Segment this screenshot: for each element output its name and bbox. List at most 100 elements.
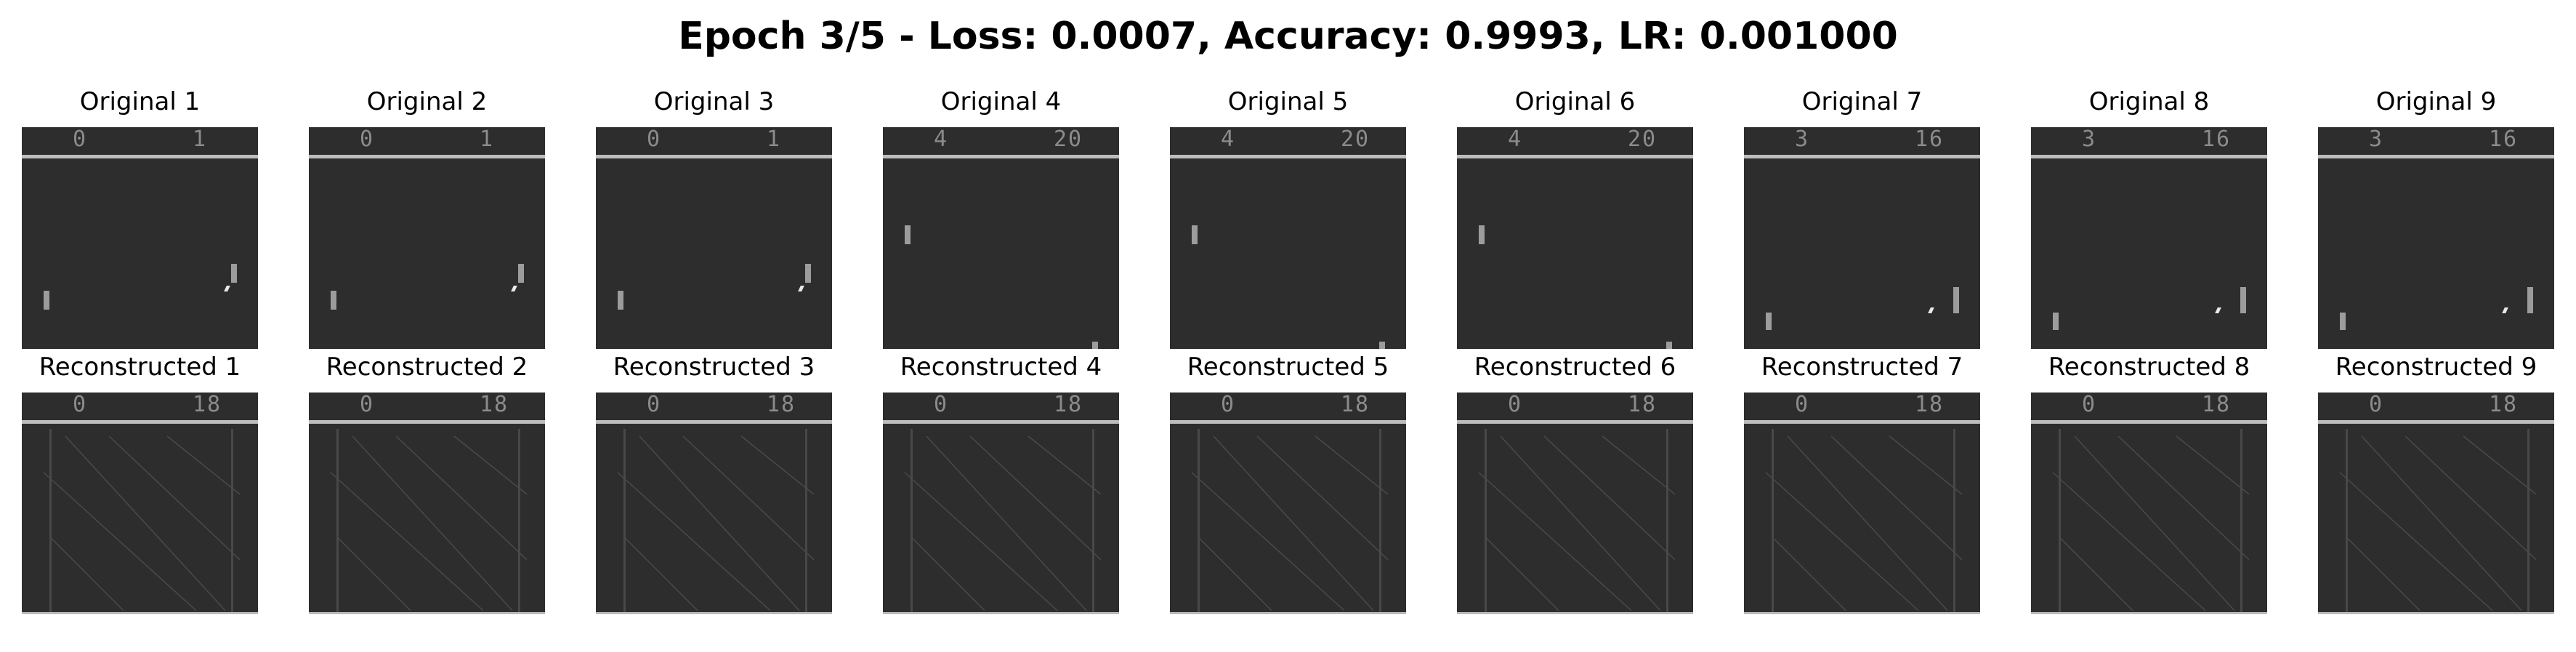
panel-title: Reconstructed 2 xyxy=(326,353,528,382)
ghost-paddle-trace xyxy=(1772,429,1774,614)
score-left: 4 xyxy=(934,127,949,152)
left-paddle xyxy=(331,291,336,310)
right-paddle xyxy=(1379,342,1385,349)
right-paddle xyxy=(805,264,811,283)
score-left: 3 xyxy=(1795,127,1810,152)
bottom-edge-line xyxy=(2318,612,2554,614)
ghost-paddle-trace xyxy=(1198,429,1200,614)
ghost-paddle-trace xyxy=(1379,429,1381,614)
score-divider xyxy=(1457,420,1693,424)
left-paddle xyxy=(1766,313,1772,330)
score-left: 3 xyxy=(2082,127,2097,152)
ball xyxy=(224,286,230,291)
left-paddle xyxy=(618,291,623,310)
bottom-edge-line xyxy=(596,612,832,614)
score-right: 18 xyxy=(1054,393,1083,417)
panel-title: Reconstructed 3 xyxy=(613,353,815,382)
reconstruction-trails xyxy=(904,435,1102,611)
ghost-paddle-trace xyxy=(1485,429,1487,614)
ghost-paddle-trace xyxy=(231,429,233,614)
score-right: 16 xyxy=(2202,127,2232,152)
panel-title: Original 3 xyxy=(653,87,775,116)
score-divider xyxy=(22,420,258,424)
right-paddle xyxy=(1953,287,1959,313)
ghost-paddle-trace xyxy=(623,429,626,614)
ghost-paddle-trace xyxy=(49,429,52,614)
score-divider xyxy=(596,420,832,424)
right-paddle xyxy=(2240,287,2246,313)
score-right: 1 xyxy=(767,127,782,152)
bottom-edge-line xyxy=(22,612,258,614)
panel-title: Reconstructed 6 xyxy=(1474,353,1676,382)
right-paddle xyxy=(2527,287,2533,313)
score-left: 4 xyxy=(1221,127,1236,152)
panel-title: Original 5 xyxy=(1227,87,1349,116)
left-paddle xyxy=(2053,313,2059,330)
score-divider xyxy=(883,420,1119,424)
score-left: 0 xyxy=(934,393,949,417)
right-paddle xyxy=(518,264,524,283)
panel-title: Reconstructed 1 xyxy=(39,353,241,382)
score-right: 1 xyxy=(480,127,495,152)
score-divider xyxy=(1457,155,1693,158)
ghost-paddle-trace xyxy=(911,429,913,614)
figure-title: Epoch 3/5 - Loss: 0.0007, Accuracy: 0.99… xyxy=(678,15,1898,58)
bottom-edge-line xyxy=(2031,612,2267,614)
left-paddle xyxy=(1192,225,1198,244)
reconstruction-trails xyxy=(617,435,815,611)
score-divider xyxy=(2031,155,2267,158)
original-panel-3: Original 3 0 1 xyxy=(596,87,832,349)
bottom-edge-line xyxy=(883,612,1119,614)
score-left: 0 xyxy=(73,393,88,417)
panel-title: Reconstructed 7 xyxy=(1761,353,1963,382)
reconstruction-trails xyxy=(1191,435,1389,611)
reconstruction-trails xyxy=(1478,435,1676,611)
score-left: 0 xyxy=(647,393,662,417)
left-paddle xyxy=(44,291,49,310)
panel-title: Original 6 xyxy=(1514,87,1636,116)
bottom-edge-line xyxy=(309,612,545,614)
panel-title: Reconstructed 8 xyxy=(2048,353,2250,382)
score-right: 18 xyxy=(1628,393,1658,417)
score-right: 18 xyxy=(2202,393,2232,417)
right-paddle xyxy=(1092,342,1098,349)
ball xyxy=(2502,307,2508,313)
reconstruction-trails xyxy=(1765,435,1963,611)
panel-title: Original 1 xyxy=(79,87,201,116)
score-right: 16 xyxy=(2489,127,2519,152)
score-right: 20 xyxy=(1628,127,1658,152)
ghost-paddle-trace xyxy=(1953,429,1955,614)
left-paddle xyxy=(2340,313,2346,330)
ball xyxy=(798,286,804,291)
bottom-edge-line xyxy=(1457,612,1693,614)
score-left: 0 xyxy=(647,127,662,152)
score-divider xyxy=(1170,155,1406,158)
score-left: 0 xyxy=(73,127,88,152)
ghost-paddle-trace xyxy=(336,429,339,614)
ghost-paddle-trace xyxy=(1092,429,1094,614)
ghost-paddle-trace xyxy=(805,429,807,614)
score-left: 0 xyxy=(1795,393,1810,417)
panel-title: Original 2 xyxy=(366,87,488,116)
